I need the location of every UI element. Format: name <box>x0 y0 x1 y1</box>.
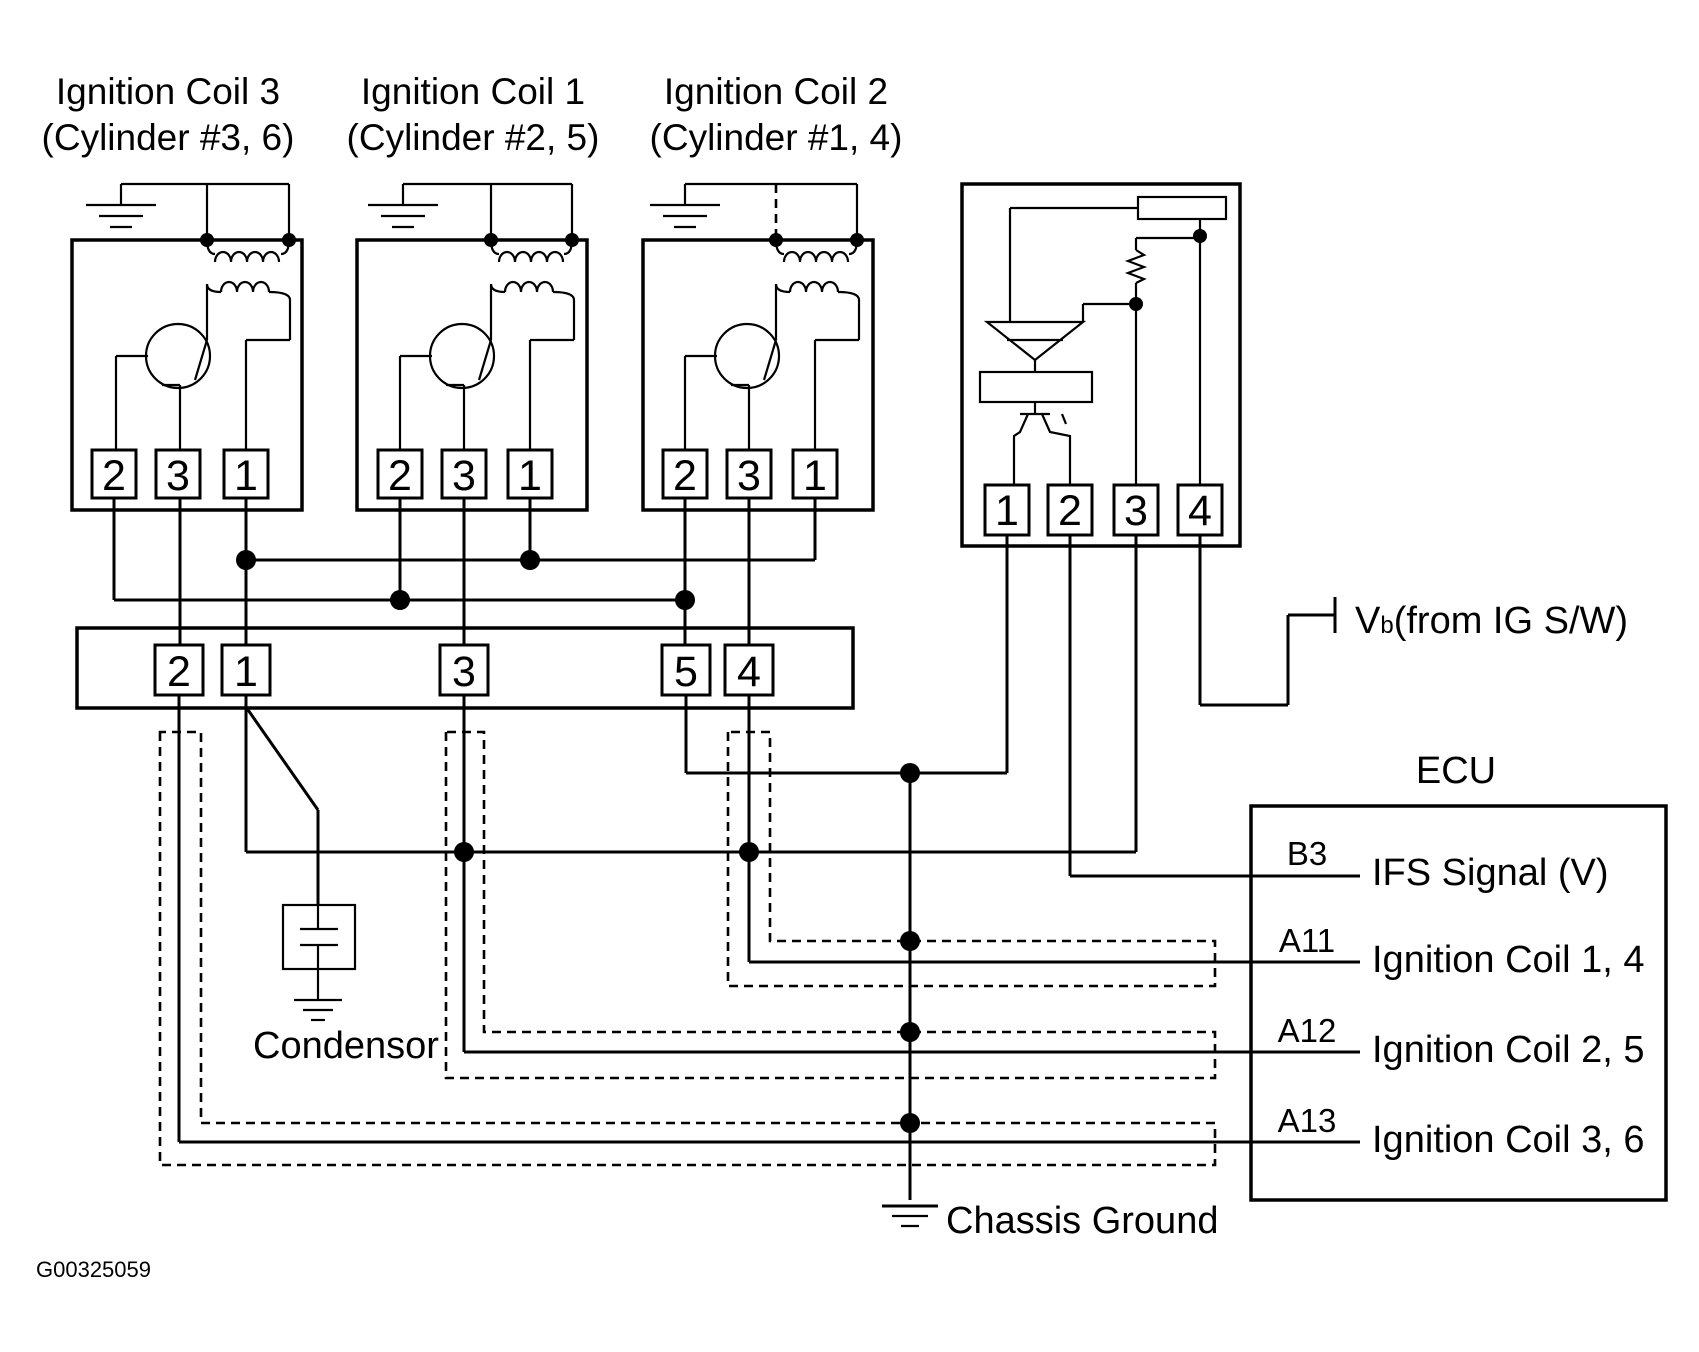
coil2-pin-3 <box>725 448 773 500</box>
igniter-transistor-symbol <box>1012 412 1072 500</box>
coil-interconnect-wires <box>112 498 817 656</box>
coil-housing <box>641 238 875 512</box>
pin-label: 5 <box>674 648 698 696</box>
coil2-cylinders: (Cylinder #1, 4) <box>650 117 903 158</box>
coil3-cylinders: (Cylinder #3, 6) <box>42 117 295 158</box>
condensor-label: Condensor <box>253 1025 439 1067</box>
ground-symbol <box>650 182 857 229</box>
pin-label: 3 <box>452 648 476 696</box>
igniter-driver-block <box>978 370 1094 404</box>
pin-label: 2 <box>1058 487 1082 535</box>
coil-winding-secondary <box>219 280 271 293</box>
pin-label: 3 <box>737 452 761 500</box>
igniter-pin-2 <box>1046 483 1094 537</box>
coil2-pin-2 <box>661 448 709 500</box>
condensor: Condensor <box>253 903 439 1067</box>
pin-label: 4 <box>1188 487 1212 535</box>
ground-icon <box>294 998 342 1022</box>
pin-label: 2 <box>102 452 126 500</box>
coil1-pin-3 <box>440 448 488 500</box>
junction-pin-5 <box>660 643 712 697</box>
coil2-title: Ignition Coil 2 <box>664 71 888 112</box>
coil1-title: Ignition Coil 1 <box>361 71 585 112</box>
coil3-pin-3 <box>154 448 202 500</box>
coil3-title: Ignition Coil 3 <box>56 71 280 112</box>
pin-label: 1 <box>234 452 258 500</box>
ecu-terminal-label: Ignition Coil 1, 4 <box>1372 939 1645 981</box>
ecu: ECU B3 IFS Signal (V) A11 Ignition Coil … <box>1249 750 1668 1202</box>
ground-symbol <box>86 182 289 229</box>
ecu-terminal-code: B3 <box>1287 835 1327 872</box>
shield-lines <box>158 730 1217 1167</box>
coil-housing <box>355 238 589 512</box>
transistor-symbol <box>713 322 781 390</box>
pin-label: 1 <box>995 487 1019 535</box>
ecu-terminal-label: Ignition Coil 3, 6 <box>1372 1119 1645 1161</box>
vb-label: Vb(from IG S/W) <box>1355 600 1628 642</box>
pin-label: 3 <box>1124 487 1148 535</box>
lower-wiring <box>177 535 1360 1228</box>
ecu-terminal-label: IFS Signal (V) <box>1372 852 1609 894</box>
ecu-box <box>1249 804 1668 1202</box>
coil2-pin-1 <box>791 448 839 500</box>
junction-pin-4 <box>723 643 775 697</box>
igniter-module: 1 2 3 4 <box>960 182 1242 548</box>
pin-label: 2 <box>167 648 191 696</box>
transistor-symbol <box>428 322 496 390</box>
ecu-terminal-code: A12 <box>1278 1012 1337 1049</box>
coil1-pin-2 <box>376 448 424 500</box>
pin-label: 3 <box>166 452 190 500</box>
pin-label: 4 <box>737 648 761 696</box>
ignition-coil-3: 2 3 1 <box>70 182 304 512</box>
coil-winding-secondary <box>788 280 840 293</box>
transistor-symbol <box>144 322 212 390</box>
pin-label: 2 <box>673 452 697 500</box>
coil1-cylinders: (Cylinder #2, 5) <box>347 117 600 158</box>
chassis-ground-label: Chassis Ground <box>946 1200 1218 1242</box>
coil-winding-primary <box>213 250 281 263</box>
pin-label: 3 <box>452 452 476 500</box>
igniter-housing <box>960 182 1242 548</box>
pin-label: 2 <box>388 452 412 500</box>
coil-winding-primary <box>782 250 850 263</box>
igniter-pin-3 <box>1112 483 1160 537</box>
figure-id: G00325059 <box>36 1257 151 1282</box>
coil-winding-secondary <box>503 280 555 293</box>
junction-connector: 2 1 3 5 4 <box>75 626 855 710</box>
pin-label: 1 <box>803 452 827 500</box>
ecu-terminal-label: Ignition Coil 2, 5 <box>1372 1029 1645 1071</box>
coil-housing <box>70 238 304 512</box>
pin-label: 1 <box>518 452 542 500</box>
pin-label: 1 <box>234 648 258 696</box>
ignition-coil-2: 2 3 1 <box>641 182 875 512</box>
resistor-symbol <box>1124 249 1148 284</box>
junction-pin-3 <box>438 643 490 697</box>
coil-winding-primary <box>497 250 565 263</box>
coil1-pin-1 <box>506 448 554 500</box>
ecu-title: ECU <box>1416 750 1496 792</box>
chassis-ground-icon <box>882 1204 938 1228</box>
ecu-terminal-code: A13 <box>1278 1102 1337 1139</box>
ignition-coil-1: 2 3 1 <box>355 182 589 512</box>
igniter-resistor-block <box>1136 195 1228 221</box>
ecu-terminal-code: A11 <box>1279 922 1335 959</box>
ground-symbol <box>368 182 572 229</box>
